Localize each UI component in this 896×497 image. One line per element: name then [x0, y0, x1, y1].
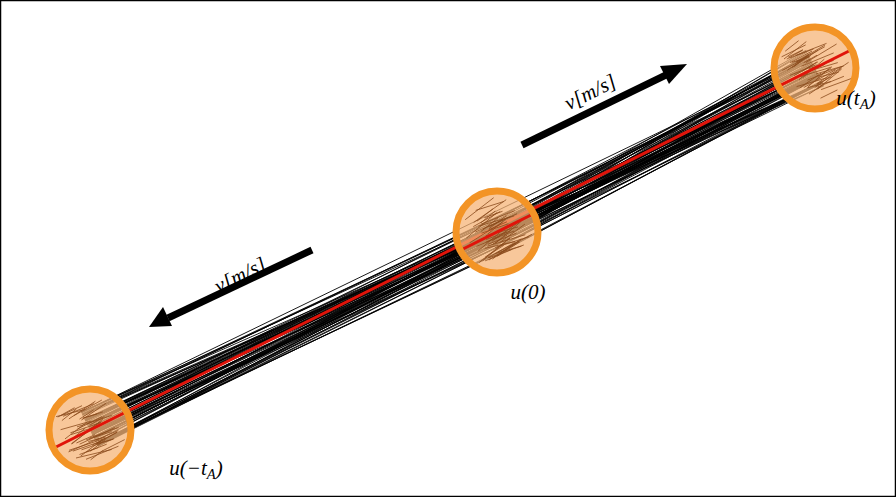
state-sample — [97, 432, 117, 443]
velocity-label: ν[m/s] — [561, 70, 619, 113]
state-sample — [809, 85, 823, 94]
state-sample — [794, 54, 809, 67]
trajectory-line — [90, 68, 815, 430]
trajectory-line — [90, 50, 806, 429]
state-sample — [493, 235, 508, 244]
mean-trajectory — [56, 413, 124, 447]
state-sample — [497, 242, 520, 257]
state-sample — [83, 414, 97, 418]
trajectory-line — [82, 61, 812, 413]
state-sample — [81, 403, 106, 420]
state-sample — [86, 446, 119, 459]
state-sample — [481, 218, 498, 232]
trajectory-line — [81, 59, 810, 413]
arrow-head — [149, 307, 172, 327]
state-sample — [804, 55, 817, 63]
state-sample — [479, 238, 509, 262]
arrow-head — [660, 64, 687, 84]
trajectory-line — [89, 56, 809, 428]
state-sample — [69, 438, 106, 450]
state-sample — [69, 438, 100, 452]
trajectory-line — [85, 74, 818, 421]
state-sample — [61, 421, 92, 430]
trajectory-line — [82, 78, 820, 415]
mean-trajectory — [781, 51, 849, 85]
arrow-shaft — [168, 250, 312, 318]
state-sample — [500, 224, 525, 242]
state-sample — [821, 90, 838, 98]
state-circle — [456, 191, 538, 273]
state-sample — [784, 42, 806, 59]
mean-trajectory — [90, 68, 815, 430]
trajectory-line — [83, 65, 814, 415]
state-circle — [49, 389, 131, 471]
state-sample — [489, 216, 507, 229]
state-fill — [456, 191, 538, 273]
trajectory-line — [97, 83, 822, 445]
state-circles — [49, 27, 856, 471]
state-sample — [807, 82, 831, 88]
state-label: u(0) — [511, 282, 546, 303]
trajectory-line — [92, 76, 819, 434]
velocity-label: ν[m/s] — [211, 253, 269, 296]
state-label: u(tA) — [836, 88, 875, 111]
trajectory-bundle — [81, 50, 824, 446]
state-fill — [49, 389, 131, 471]
state-sample — [796, 43, 827, 55]
trajectory-line — [93, 82, 822, 437]
state-sample — [816, 66, 844, 74]
state-sample — [58, 406, 82, 417]
state-sample — [500, 244, 515, 253]
state-label: u(−tA) — [169, 458, 222, 481]
state-sample — [96, 431, 119, 441]
velocity-arrows — [149, 64, 687, 327]
state-sample — [790, 51, 812, 63]
mean-trajectory — [463, 215, 531, 249]
state-sample — [476, 202, 504, 211]
state-sample — [76, 450, 112, 459]
state-sample — [63, 404, 94, 417]
